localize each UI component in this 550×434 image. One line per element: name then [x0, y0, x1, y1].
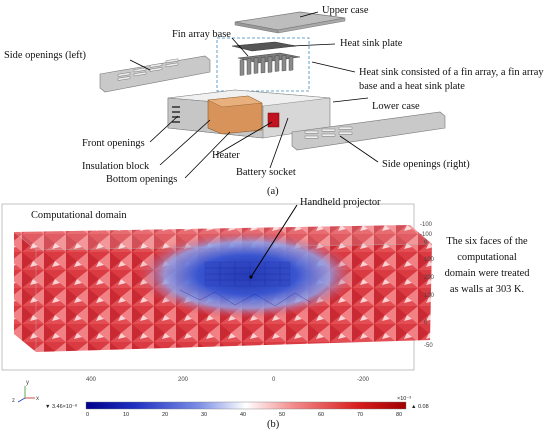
tick-bottom-200: 200	[178, 377, 189, 383]
cb-tick-3: 30	[201, 412, 207, 418]
cb-tick-6: 60	[318, 412, 324, 418]
tick-right-3: 200	[424, 275, 435, 281]
axis-triad	[17, 386, 35, 403]
label-heater: Heater	[212, 150, 240, 161]
label-lower-case: Lower case	[372, 101, 420, 112]
side-panel-right	[291, 111, 446, 151]
label-insulation-block: Insulation block	[82, 161, 150, 172]
cb-tick-4: 40	[240, 412, 246, 418]
label-fin-array-base: Fin array base	[172, 29, 231, 40]
caption-a: (a)	[267, 186, 279, 197]
label-side-openings-left: Side openings (left)	[4, 50, 86, 61]
tick-right-1: 0	[424, 240, 428, 246]
heater-part	[267, 112, 280, 128]
label-side-openings-right: Side openings (right)	[382, 159, 470, 170]
triad-z-label: z	[12, 398, 15, 404]
handheld-projector-mesh	[179, 261, 311, 307]
label-bottom-openings: Bottom openings	[106, 174, 178, 185]
tick-bottom-0: 0	[272, 377, 276, 383]
tick-bottom-neg200: -200	[357, 377, 370, 383]
colorbar-ticks: 0 10 20 30 40 50 60 70 80	[86, 412, 402, 418]
colorbar	[85, 401, 407, 410]
label-handheld-projector: Handheld projector	[300, 197, 381, 208]
label-front-openings: Front openings	[82, 138, 145, 149]
cb-tick-8: 80	[396, 412, 402, 418]
cb-tick-2: 20	[162, 412, 168, 418]
tick-right-top: -100	[420, 222, 433, 228]
label-computational-domain: Computational domain	[29, 210, 129, 222]
colorbar-exponent: ×10⁻³	[397, 396, 411, 402]
label-heat-sink-desc: Heat sink consisted of a fin array, a fi…	[359, 67, 544, 92]
cb-tick-7: 70	[357, 412, 363, 418]
cb-tick-5: 50	[279, 412, 285, 418]
cb-tick-0: 0	[86, 412, 89, 418]
domain-wall-note: The six faces of the computational domai…	[444, 236, 530, 295]
tick-right-2: 100	[424, 257, 435, 263]
heat-sink-highlight-box	[216, 37, 310, 92]
cb-tick-1: 10	[123, 412, 129, 418]
triad-x-label: x	[36, 396, 39, 402]
tick-right-0: -100	[420, 232, 433, 238]
caption-b: (b)	[267, 419, 280, 430]
tick-right-5: 0	[424, 320, 428, 326]
colorbar-max: ▲ 0.08	[411, 404, 429, 410]
side-panel-left	[99, 55, 211, 93]
label-upper-case: Upper case	[322, 5, 369, 16]
label-battery-socket: Battery socket	[236, 167, 296, 178]
label-heat-sink-plate: Heat sink plate	[340, 38, 403, 49]
tick-bottom-400: 400	[86, 377, 97, 383]
colorbar-min: ▼ 3.46×10⁻⁸	[45, 403, 77, 410]
fin-array-part	[239, 55, 294, 76]
tick-right-4: 100	[424, 293, 435, 299]
tick-right-6: -50	[424, 343, 433, 349]
triad-y-label: y	[26, 380, 29, 386]
